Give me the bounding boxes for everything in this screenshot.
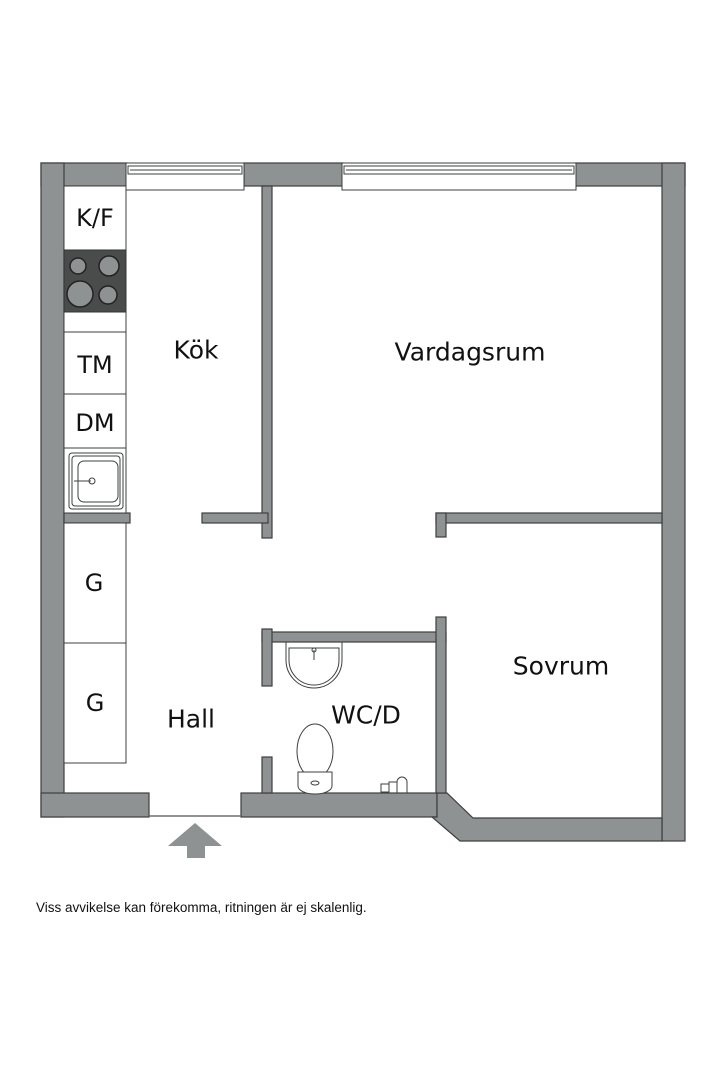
window-icon (341, 162, 577, 191)
fixture-label-g2: G (85, 689, 105, 717)
room-label-vardagsrum: Vardagsrum (394, 337, 546, 367)
fixture-label-kf: K/F (76, 204, 114, 232)
room-label-sovrum: Sovrum (512, 651, 610, 681)
room-label-wcd: WC/D (331, 700, 401, 730)
stove-icon (63, 249, 127, 313)
room-label-hall: Hall (166, 704, 216, 734)
toilet-icon (296, 723, 334, 795)
fixture-label-g1: G (84, 569, 104, 597)
disclaimer-text: Viss avvikelse kan förekomma, ritningen … (36, 900, 367, 915)
outer-walls (40, 162, 686, 842)
room-label-kok: Kök (173, 335, 219, 365)
kitchen-counter (63, 185, 127, 514)
wardrobes (63, 522, 127, 764)
entrance-arrow-icon (168, 823, 222, 858)
fixture-label-tm: TM (77, 351, 113, 379)
floor-drain-icon (380, 776, 408, 794)
washbasin-icon (285, 642, 343, 689)
kitchen-sink-icon (68, 452, 124, 510)
fixture-label-dm: DM (75, 409, 115, 437)
window-icon (125, 162, 245, 191)
